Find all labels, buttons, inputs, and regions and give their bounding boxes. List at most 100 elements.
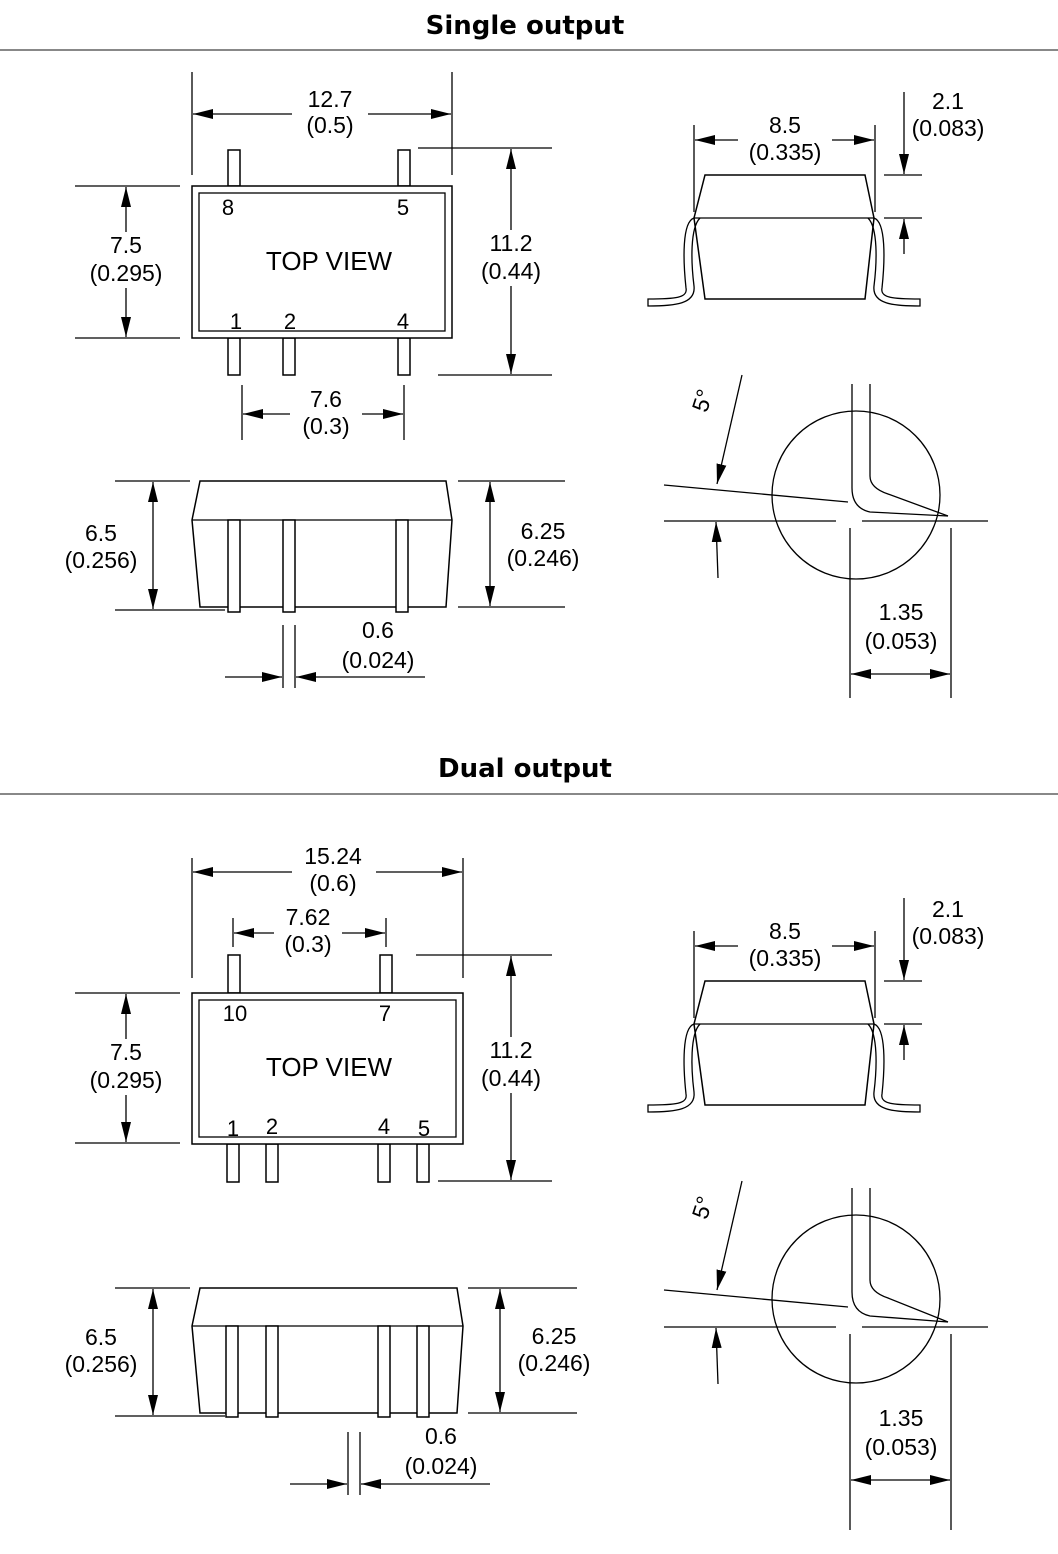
- width-value-inch: (0.5): [306, 112, 353, 138]
- end-body-outline: [693, 174, 875, 300]
- angle-dimension-line: [716, 1180, 743, 1291]
- package-outline: [191, 992, 464, 1145]
- overall-value: 11.2: [489, 1037, 532, 1063]
- end-body-outline: [693, 980, 875, 1106]
- lead-outer-edge: [851, 384, 949, 517]
- pin-label: 1: [227, 1116, 239, 1141]
- side-height-value: 6.5: [85, 520, 117, 546]
- side-pin: [227, 519, 241, 613]
- side-pin: [416, 1325, 430, 1418]
- pin-2: [265, 1143, 279, 1183]
- side-height-value-inch: (0.256): [65, 547, 138, 573]
- side-pin: [377, 1325, 391, 1418]
- pin-label: 4: [397, 309, 409, 334]
- pin-4: [397, 337, 411, 376]
- top-view: TOP VIEW 10 7 1 2 4 5 15.24 (0.6) 7.62 (…: [75, 843, 554, 1183]
- pin-width-value: 0.6: [425, 1423, 457, 1449]
- pin-label: 2: [266, 1114, 278, 1139]
- pin-7: [379, 954, 393, 994]
- overall-value: 11.2: [489, 230, 532, 256]
- lead-inner-edge: [869, 1188, 949, 1323]
- pin-5: [397, 149, 411, 187]
- foot-value: 1.35: [879, 599, 924, 625]
- side-pin: [395, 519, 409, 613]
- pin-label: 2: [284, 309, 296, 334]
- pin-label: 5: [397, 195, 409, 220]
- pin-10: [227, 954, 241, 994]
- single-output-section: Single output TOP VIEW 8 5 1 2 4 12.7 (0…: [0, 11, 1058, 698]
- lead-detail-view: 5° 1.35 (0.053): [663, 1180, 988, 1530]
- pin-4: [377, 1143, 391, 1183]
- lead-detail-view: 5° 1.35 (0.053): [663, 374, 988, 698]
- overall-value-inch: (0.44): [481, 1065, 541, 1091]
- angle-value: 5°: [687, 386, 719, 415]
- pin-8: [227, 149, 241, 187]
- pin-label: 4: [378, 1114, 390, 1139]
- pin-5: [416, 1143, 430, 1183]
- pin-1: [226, 1143, 240, 1183]
- side-pin: [282, 519, 296, 613]
- side-height-value-inch: (0.256): [65, 1351, 138, 1377]
- side-body-value-inch: (0.246): [518, 1350, 591, 1376]
- standoff-value: 2.1: [932, 88, 964, 114]
- standoff-value-inch: (0.083): [912, 923, 985, 949]
- detail-circle: [771, 1214, 941, 1384]
- pin-label: 5: [418, 1116, 430, 1141]
- dual-output-section: Dual output TOP VIEW 10 7 1 2 4 5 15.24: [0, 754, 1058, 1530]
- width-value: 12.7: [308, 86, 353, 112]
- angle-value: 5°: [687, 1193, 719, 1222]
- width-value-inch: (0.6): [309, 870, 356, 896]
- lead-outer-edge: [851, 1188, 949, 1323]
- top-view-label: TOP VIEW: [266, 1052, 393, 1082]
- gull-wing-lead: [867, 1023, 921, 1113]
- package-inner-outline: [198, 999, 457, 1138]
- height-value-inch: (0.295): [90, 260, 163, 286]
- side-pin: [265, 1325, 279, 1418]
- top-view-label: TOP VIEW: [266, 246, 393, 276]
- gull-wing-lead: [867, 217, 921, 307]
- pitch-value-inch: (0.3): [284, 931, 331, 957]
- side-body-value: 6.25: [532, 1323, 577, 1349]
- pin-width-value-inch: (0.024): [342, 647, 415, 673]
- gull-wing-lead: [647, 217, 701, 307]
- end-width-value-inch: (0.335): [749, 139, 822, 165]
- section-title: Dual output: [438, 754, 612, 784]
- detail-circle: [771, 410, 941, 580]
- package-outline: [191, 185, 453, 339]
- pin-span-value: 7.6: [310, 386, 342, 412]
- side-view: 6.5 (0.256) 6.25 (0.246) 0.6 (0.024): [55, 1287, 602, 1495]
- end-view: 8.5 (0.335) 2.1 (0.083): [647, 88, 985, 307]
- pin-label: 10: [223, 1001, 247, 1026]
- pin-label: 7: [379, 1001, 391, 1026]
- end-width-value: 8.5: [769, 112, 801, 138]
- side-body-value: 6.25: [521, 518, 566, 544]
- side-height-value: 6.5: [85, 1324, 117, 1350]
- side-pin: [225, 1325, 239, 1418]
- foot-value-inch: (0.053): [865, 628, 938, 654]
- package-inner-outline: [198, 192, 446, 332]
- pin-1: [227, 337, 241, 376]
- lead-inner-edge: [869, 384, 949, 517]
- height-value-inch: (0.295): [90, 1067, 163, 1093]
- height-value: 7.5: [110, 1039, 142, 1065]
- end-width-value-inch: (0.335): [749, 945, 822, 971]
- standoff-value-inch: (0.083): [912, 115, 985, 141]
- side-view: 6.5 (0.256) 6.25 (0.246) 0.6 (0.024): [55, 480, 589, 688]
- pin-label: 8: [222, 195, 234, 220]
- width-value: 15.24: [304, 843, 362, 869]
- pin-label: 1: [230, 309, 242, 334]
- overall-value-inch: (0.44): [481, 258, 541, 284]
- pin-width-value: 0.6: [362, 617, 394, 643]
- pin-2: [282, 337, 296, 376]
- standoff-value: 2.1: [932, 896, 964, 922]
- pin-width-value-inch: (0.024): [405, 1453, 478, 1479]
- foot-value: 1.35: [879, 1405, 924, 1431]
- pitch-value: 7.62: [286, 904, 331, 930]
- side-body-value-inch: (0.246): [507, 545, 580, 571]
- height-value: 7.5: [110, 232, 142, 258]
- end-view: 8.5 (0.335) 2.1 (0.083): [647, 896, 985, 1113]
- foot-value-inch: (0.053): [865, 1434, 938, 1460]
- gull-wing-lead: [647, 1023, 701, 1113]
- top-view: TOP VIEW 8 5 1 2 4 12.7 (0.5) 7.5 (0.295…: [75, 72, 554, 440]
